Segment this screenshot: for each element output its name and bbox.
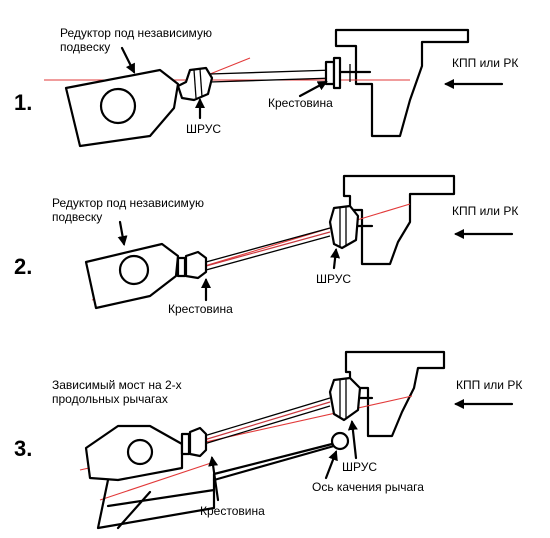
- arrow-pivot-3: [324, 450, 338, 480]
- axle-housing-3: [84, 424, 184, 482]
- reducer-1-hub: [99, 87, 137, 125]
- diagram-1: [44, 28, 504, 148]
- driveshaft-2-bottom: [205, 235, 331, 271]
- label-axle-3: Зависимый мост на 2-х: [52, 378, 182, 392]
- axis-line-3b: [99, 461, 215, 501]
- driveshaft-3-mid: [203, 401, 331, 441]
- label-reducer-2: Редуктор под независимую: [52, 196, 204, 210]
- label-cross-2: Крестовина: [168, 302, 233, 316]
- reducer-1: [64, 68, 180, 148]
- cross-joint-2b: [184, 250, 208, 280]
- cv-joint-1-ring2: [199, 68, 203, 98]
- diagram-1-number: 1.: [14, 90, 33, 115]
- label-gearbox-2: КПП или РК: [452, 204, 519, 218]
- cross-joint-1: [324, 60, 336, 86]
- arrow-cv-3: [347, 420, 358, 460]
- label-reducer-2-line2: подвеску: [52, 210, 103, 224]
- cv-joint-1-ring: [193, 69, 197, 99]
- arrow-cross-3: [208, 456, 220, 502]
- arrow-cross-1: [298, 80, 328, 98]
- reducer-2-hub: [118, 254, 150, 286]
- driveshaft-3-top: [203, 397, 331, 437]
- diagram-3: [79, 350, 514, 530]
- driveshaft-3-bottom: [203, 405, 331, 445]
- label-reducer-1: Редуктор под независимую: [60, 26, 212, 40]
- label-axle-3-line2: продольных рычагах: [52, 392, 168, 406]
- label-cv-3: ШРУС: [342, 460, 378, 474]
- cross-joint-3b: [188, 426, 208, 458]
- diagram-3-number: 3.: [14, 436, 33, 461]
- label-cross-1: Крестовина: [268, 96, 333, 110]
- driveshaft-1-bottom: [209, 77, 335, 83]
- arm-pivot-3: [330, 431, 350, 451]
- driveshaft-2-top: [205, 227, 331, 263]
- label-gearbox-1: КПП или РК: [452, 56, 519, 70]
- label-cross-3: Крестовина: [200, 504, 265, 518]
- cv-joint-3: [328, 376, 362, 422]
- axle-hub-3: [126, 438, 154, 466]
- driveshaft-2-mid: [205, 231, 331, 267]
- gearbox-housing-2: [342, 174, 456, 266]
- cv-joint-2: [328, 204, 360, 250]
- cross-joint-2: [176, 256, 187, 278]
- reducer-2: [84, 242, 180, 310]
- arrow-reducer-2: [117, 220, 128, 246]
- diagram-2: [84, 174, 514, 310]
- label-cv-1: ШРУС: [186, 122, 222, 136]
- gearbox-housing-3: [344, 350, 446, 438]
- diagram-2-number: 2.: [14, 254, 33, 279]
- cross-joint-3: [180, 432, 191, 456]
- label-pivot-3: Ось качения рычага: [312, 480, 424, 494]
- gearbox-housing-1: [334, 28, 470, 138]
- arrow-reducer-1: [120, 46, 136, 74]
- trailing-arm-3: [96, 442, 334, 530]
- label-cv-2: ШРУС: [316, 272, 352, 286]
- arrow-cv-2: [330, 248, 341, 270]
- trailing-arm-3-link: [212, 444, 336, 482]
- label-reducer-1-line2: подвеску: [60, 40, 111, 54]
- cross-joint-1b: [332, 56, 342, 90]
- label-gearbox-3: КПП или РК: [456, 378, 523, 392]
- driveshaft-1-top: [209, 69, 335, 75]
